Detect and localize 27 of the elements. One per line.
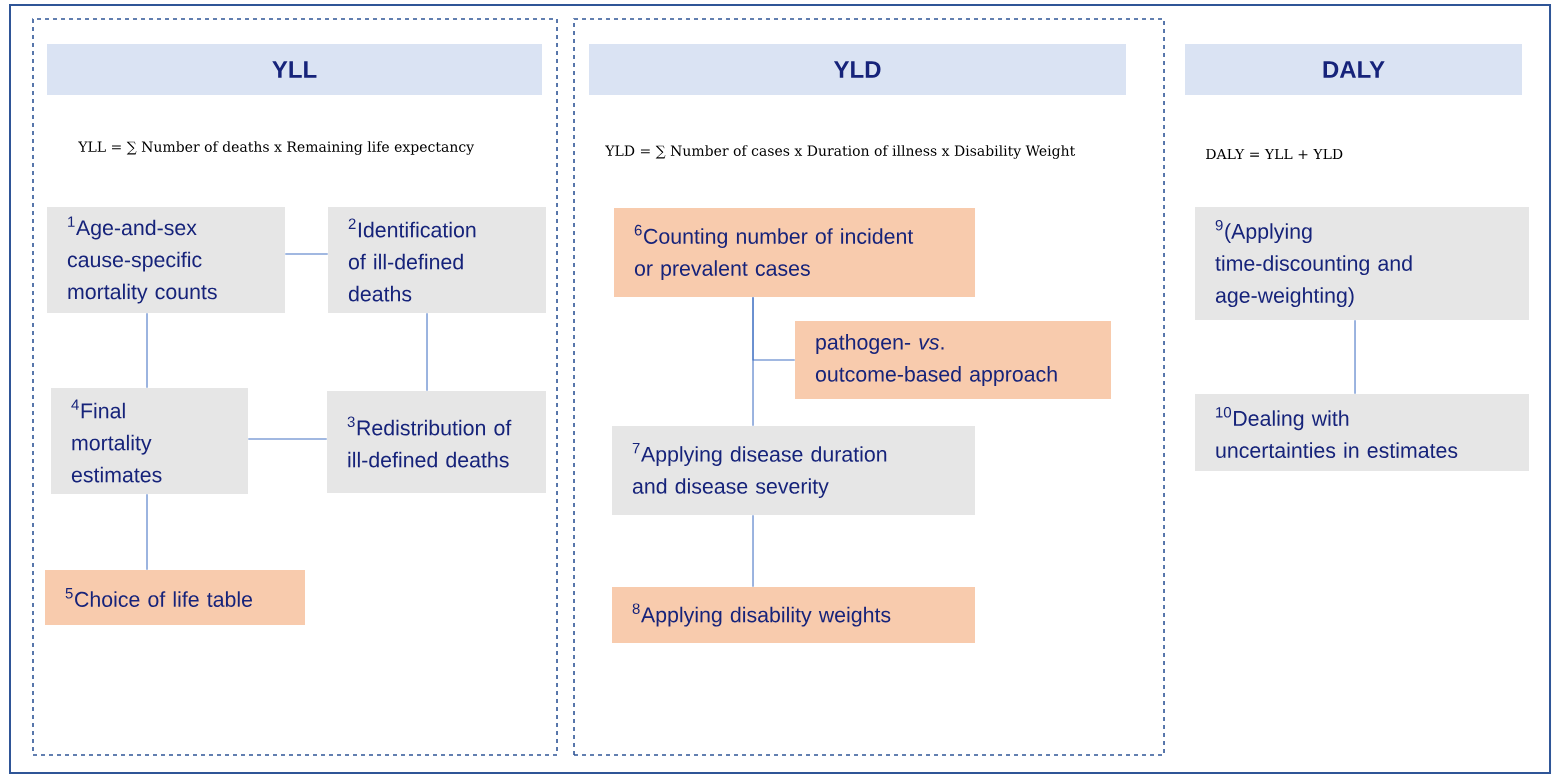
header-band: YLD (589, 44, 1126, 95)
connector-line (146, 493, 148, 571)
formula-text: DALY = YLL + YLD (1206, 148, 1343, 160)
header-band: DALY (1185, 44, 1522, 95)
formula-text: YLD = ∑ Number of cases x Duration of illness x Disability Weight (605, 145, 1076, 159)
connector-line (247, 438, 328, 440)
connector-line (284, 253, 329, 255)
step-box: $^{1}$Age-and-sex cause-specific mortality counts (47, 207, 285, 313)
step-box: $^{2}$Identification of ill-defined deaths (328, 207, 546, 313)
step-box: $^{8}$Applying disability weights (612, 587, 975, 643)
step-box: $^{3}$Redistribution of ill-defined deaths (327, 391, 546, 493)
connector-line (146, 312, 148, 389)
step-box: $^{7}$Applying disease duration and disease severity (612, 426, 975, 515)
formula-text: YLL = ∑ Number of deaths x Remaining life expectancy (78, 141, 475, 155)
connector-line (752, 296, 796, 361)
dashed-panel (32, 18, 558, 756)
connector-line (752, 514, 754, 588)
step-box: $^{5}$Choice of life table (45, 570, 305, 625)
dashed-panel (573, 18, 1165, 756)
step-box: $^{10}$Dealing with uncertainties in estimates (1195, 394, 1529, 471)
step-box: $^{6}$Counting number of incident or prevalent cases (614, 208, 975, 297)
step-box: $^{9}$(Applying time-discounting and age-weighting) (1195, 207, 1529, 320)
header-band: YLL (47, 44, 542, 95)
connector-line (1354, 319, 1356, 395)
step-box: pathogen- vs. outcome-based approach (795, 321, 1111, 399)
step-box: $^{4}$Final mortality estimates (51, 388, 248, 494)
connector-line (426, 312, 428, 392)
